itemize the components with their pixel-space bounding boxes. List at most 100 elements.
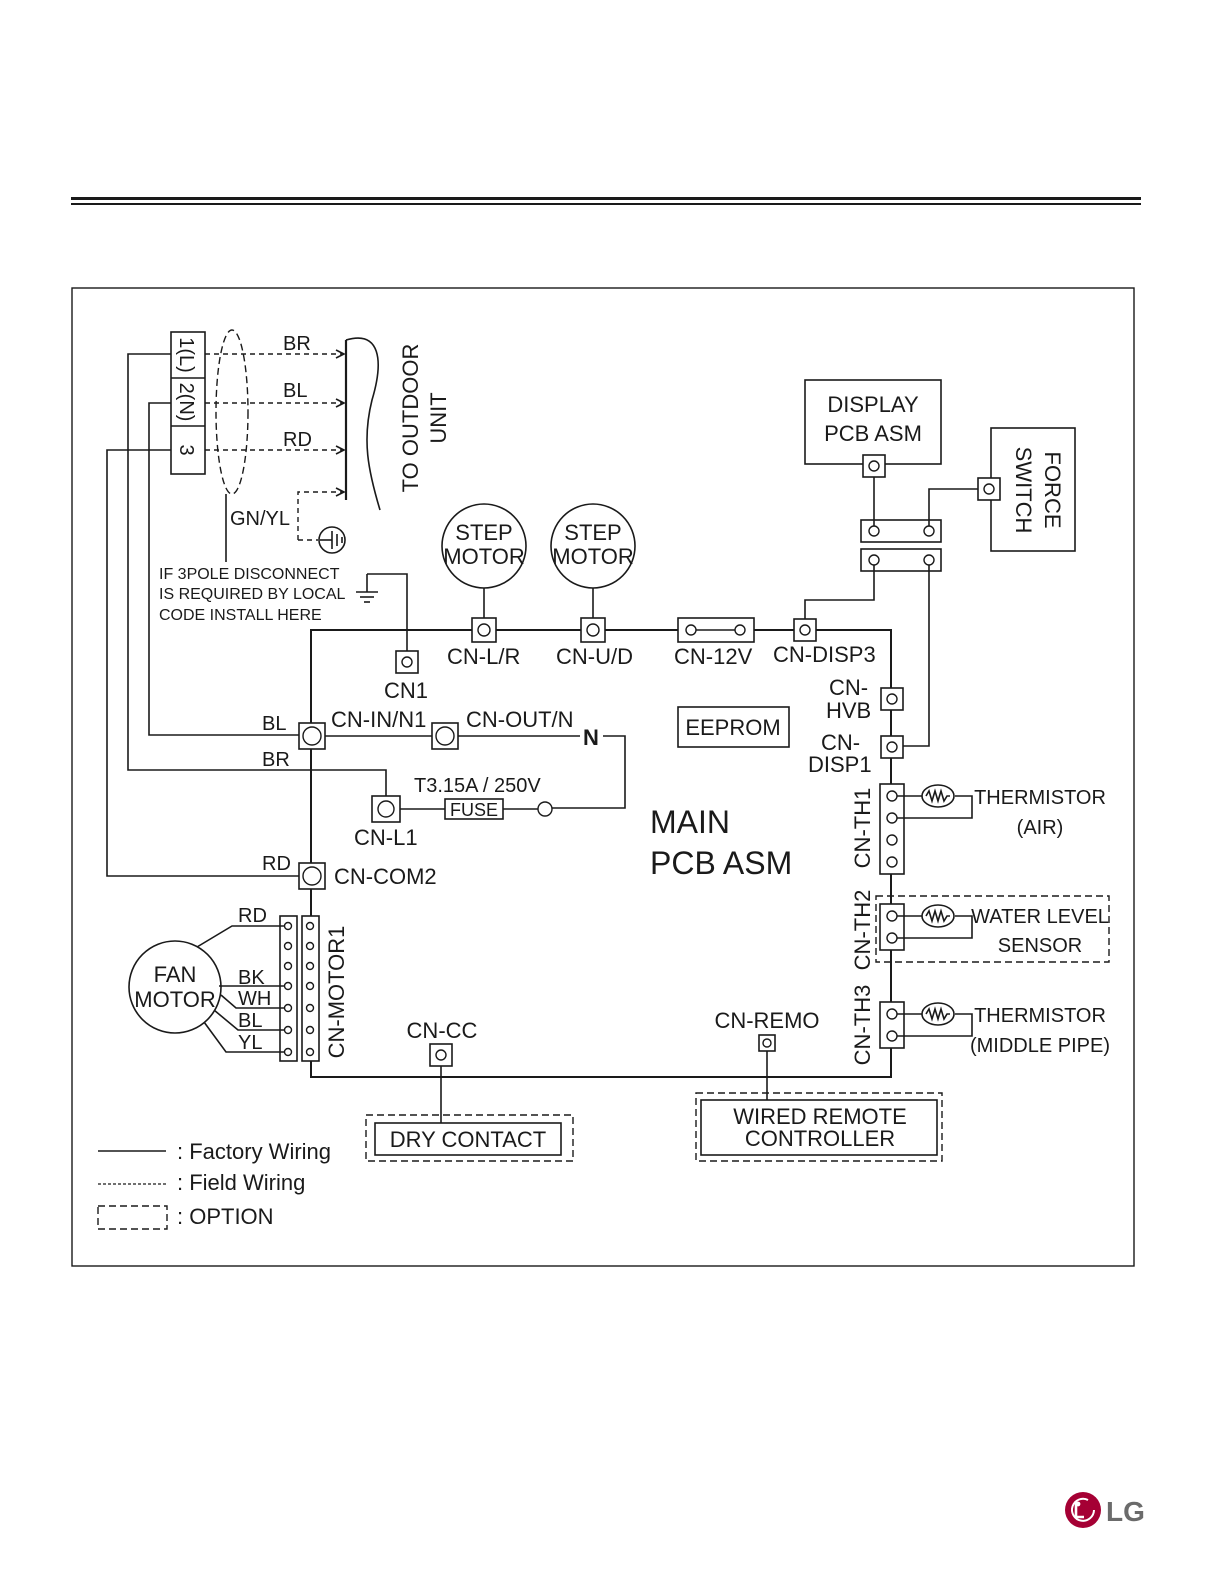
wire-label-br-board: BR [262, 749, 290, 771]
cn-th2-connector [879, 903, 905, 951]
lg-logo: LG [1065, 1492, 1145, 1528]
thermistor-pipe-line1: THERMISTOR [974, 1005, 1106, 1027]
cn-com2-label: CN-COM2 [334, 864, 437, 889]
n-mark: N [583, 725, 599, 750]
cn-remo-label: CN-REMO [714, 1008, 819, 1033]
lg-logo-text: LG [1106, 1496, 1145, 1527]
display-pcb-line2: PCB ASM [824, 421, 922, 446]
water-level-option [875, 895, 1110, 963]
display-pcb-box [804, 379, 942, 465]
cn-hvb-label-2: HVB [826, 698, 871, 723]
cn1-label: CN1 [384, 678, 428, 703]
outdoor-label-line2: UNIT [426, 392, 451, 443]
legend-field: : Field Wiring [177, 1170, 305, 1195]
dry-contact-option [365, 1114, 574, 1162]
terminal-3-label: 3 [175, 444, 197, 455]
terminal-2-label: 2(N) [175, 383, 197, 422]
terminal-1-label: 1(L) [175, 337, 197, 373]
force-switch-line2: SWITCH [1011, 447, 1036, 534]
wire-label-bk-motor: BK [238, 967, 265, 989]
wire-label-gnyl: GN/YL [230, 508, 290, 530]
cn-12v-connector [677, 617, 755, 643]
cn-th2-label: CN-TH2 [850, 890, 875, 971]
wired-remote-option [695, 1092, 943, 1162]
legend: : Factory Wiring : Field Wiring : OPTION [97, 1139, 331, 1230]
fuse-label: FUSE [450, 800, 498, 820]
cn-motor1-label: CN-MOTOR1 [324, 926, 349, 1059]
cn-th1-label: CN-TH1 [850, 788, 875, 869]
step-motor-lr-line1: STEP [455, 520, 512, 545]
cn-lr-label: CN-L/R [447, 644, 520, 669]
cn-cc-label: CN-CC [407, 1018, 478, 1043]
disconnect-ellipse [215, 329, 249, 495]
step-motor-ud: STEP MOTOR [550, 503, 636, 643]
wired-remote-line1: WIRED REMOTE [733, 1104, 907, 1129]
cn-l1-label: CN-L1 [354, 825, 418, 850]
thermistor-air [897, 784, 973, 819]
wire-label-yl-motor: YL [238, 1032, 262, 1054]
dry-contact-box [374, 1122, 562, 1156]
diagram-frame [71, 287, 1135, 1267]
wire-label-br-outdoor: BR [283, 333, 311, 355]
cn-disp1-label-2: DISP1 [808, 752, 872, 777]
fan-motor-line1: FAN [154, 962, 197, 987]
wire-label-bl-board: BL [262, 713, 286, 735]
thermistor-pipe-line2: (MIDDLE PIPE) [970, 1035, 1110, 1057]
cn-in-n1-label: CN-IN/N1 [331, 707, 426, 732]
cn-out-n-connector [431, 722, 459, 750]
wire-label-bl-outdoor: BL [283, 380, 307, 402]
wire-label-rd-board: RD [262, 853, 291, 875]
wire-label-rd-outdoor: RD [283, 429, 312, 451]
step-motor-lr-line2: MOTOR [443, 544, 524, 569]
wire-label-rd-motor: RD [238, 905, 267, 927]
header-rule-bottom [71, 203, 1141, 205]
water-level-sensor [897, 904, 973, 939]
eeprom-label: EEPROM [685, 715, 780, 740]
force-switch-box [990, 427, 1076, 552]
fan-motor-line2: MOTOR [134, 987, 215, 1012]
cn-12v-label: CN-12V [674, 644, 753, 669]
legend-factory: : Factory Wiring [177, 1139, 331, 1164]
lg-logo-face-icon [1065, 1492, 1101, 1528]
cn-com2-connector [298, 862, 326, 890]
display-pcb-line1: DISPLAY [827, 392, 919, 417]
cn-disp1-label-1: CN- [821, 730, 860, 755]
water-level-line1: WATER LEVEL [971, 906, 1109, 928]
water-level-line2: SENSOR [998, 935, 1082, 957]
terminal-block: 1(L) 2(N) 3 [170, 331, 206, 475]
thermistor-air-line1: THERMISTOR [974, 787, 1106, 809]
step-motor-lr: STEP MOTOR [441, 503, 527, 643]
main-pcb-line2: PCB ASM [650, 845, 792, 881]
legend-option: : OPTION [177, 1204, 274, 1229]
wire-n-fuse [552, 735, 626, 809]
cn-out-n-label: CN-OUT/N [466, 707, 574, 732]
thermistor-air-line2: (AIR) [1017, 817, 1064, 839]
wired-remote-box [700, 1099, 938, 1156]
thermistor-middle-pipe [897, 1002, 973, 1037]
cn-th1-connector [879, 783, 905, 875]
note-line2: IS REQUIRED BY LOCAL [159, 586, 346, 603]
cn-l1-connector [371, 795, 401, 823]
cn-th3-label: CN-TH3 [850, 985, 875, 1066]
cn-ud-label: CN-U/D [556, 644, 633, 669]
eeprom-box [677, 706, 790, 748]
outdoor-label-line1: TO OUTDOOR [398, 344, 423, 493]
main-pcb-line1: MAIN [650, 804, 730, 840]
wire-label-bl-motor: BL [238, 1010, 262, 1032]
ground-symbol-cn1 [356, 573, 408, 652]
fan-motor: FAN MOTOR [128, 925, 284, 1053]
wired-remote-line2: CONTROLLER [745, 1126, 895, 1151]
dry-contact-label: DRY CONTACT [390, 1127, 546, 1152]
step-motor-ud-line2: MOTOR [552, 544, 633, 569]
cn-disp3-label: CN-DISP3 [773, 642, 876, 667]
field-wires-outdoor [205, 337, 381, 541]
header-rule-top [71, 197, 1141, 200]
ground-symbol-gnyl [318, 526, 346, 554]
cn-motor1-connector [279, 915, 320, 1062]
wire-label-wh-motor: WH [238, 988, 271, 1010]
cn-th3-connector [879, 1001, 905, 1049]
cn-hvb-label-1: CN- [829, 675, 868, 700]
relay-connector [804, 477, 978, 747]
fuse-rating: T3.15A / 250V [414, 775, 541, 797]
